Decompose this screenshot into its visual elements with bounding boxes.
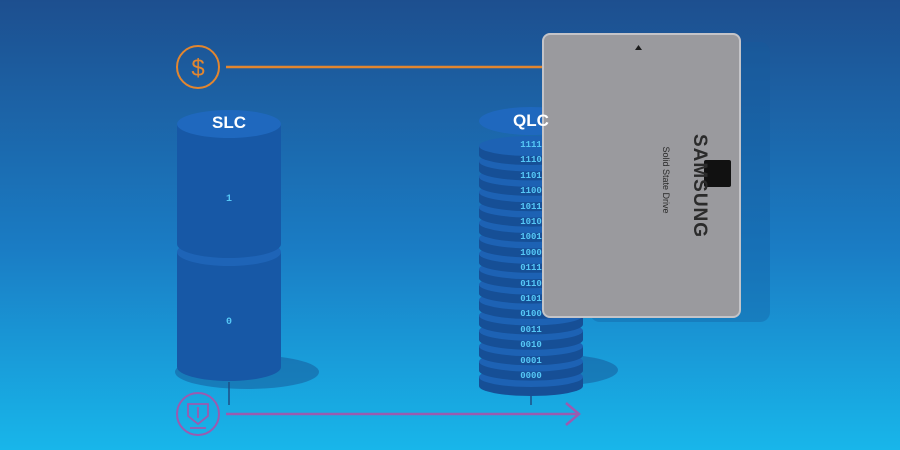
qlc-bit-value: 1011 — [520, 201, 542, 212]
qlc-bit-value: 0011 — [520, 324, 542, 335]
endurance-arrow — [226, 402, 581, 426]
qlc-bit-value: 0101 — [520, 294, 542, 304]
ssd-brand-label: SAMSUNG — [689, 133, 710, 239]
qlc-bit-value: 1111 — [520, 140, 542, 150]
qlc-bit-value: 0110 — [520, 278, 542, 289]
qlc-bit-value: 0111 — [520, 263, 542, 274]
qlc-bit-value: 1100 — [520, 186, 542, 197]
slc-bit-top: 1 — [225, 194, 232, 205]
ssd-drive — [542, 33, 770, 322]
shield-down-icon — [176, 392, 220, 436]
slc-bit-bottom: 0 — [225, 317, 232, 328]
cost-arrow — [226, 55, 581, 79]
qlc-bit-value: 1110 — [520, 155, 542, 166]
slc-cylinder — [175, 110, 319, 405]
svg-text:$: $ — [191, 55, 204, 82]
qlc-bit-value: 0000 — [520, 371, 542, 381]
qlc-bit-value: 1001 — [520, 232, 542, 243]
qlc-bit-value: 0100 — [520, 309, 542, 320]
qlc-bit-value: 0001 — [520, 355, 542, 366]
qlc-label: QLC — [513, 111, 549, 130]
ssd-subtitle-label: Solid State Drive — [661, 146, 671, 214]
qlc-bit-value: 1000 — [520, 247, 542, 258]
qlc-bit-value: 0010 — [520, 340, 542, 351]
qlc-bit-value: 1101 — [520, 170, 542, 181]
slc-label: SLC — [212, 113, 246, 132]
dollar-icon: $ — [176, 45, 220, 89]
qlc-bit-value: 1010 — [520, 217, 542, 227]
